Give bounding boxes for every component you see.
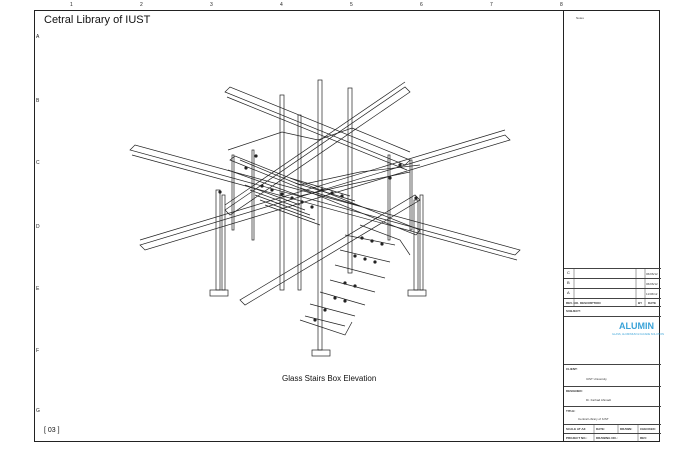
beam-edge <box>224 81 406 206</box>
company-box <box>564 316 661 364</box>
client-label: CLIENT: <box>566 367 578 371</box>
row-letter: D <box>36 224 40 230</box>
checked-label: CHECKED: <box>640 427 656 431</box>
revision-row: C 06/06/12 <box>564 268 661 278</box>
beam <box>239 194 421 306</box>
base-plate <box>407 289 427 297</box>
column-number: 5 <box>350 2 353 8</box>
column <box>279 94 285 291</box>
drawn-label: DRAWN: <box>620 427 633 431</box>
rev-no-header: REV. NO. <box>566 301 579 305</box>
revision-row: A 11/06/12 <box>564 288 661 298</box>
base-plate <box>209 289 229 297</box>
designer-value: Dr. Farhad Ahmadi <box>586 398 612 402</box>
title-value: Central Library of IUST <box>578 417 609 421</box>
row-letter: E <box>36 286 40 292</box>
page-number: [ 03 ] <box>44 427 60 434</box>
column-number: 3 <box>210 2 213 8</box>
scale-row: SCALE AT A3: DATE: DRAWN: CHECKED: <box>564 424 661 433</box>
rev-date-header: DATE <box>648 301 656 305</box>
sheet-title: Cetral Library of IUST <box>44 14 151 26</box>
railing <box>227 127 411 153</box>
column <box>215 189 221 291</box>
revision-date: 11/06/12 <box>646 292 658 296</box>
rev-desc-header: DESCRIPTION <box>580 301 601 305</box>
scale-label: SCALE AT A3: <box>566 427 587 431</box>
column <box>409 159 413 231</box>
project-row: PROJECT NO.: DRAWING NO.: REV: <box>564 433 661 442</box>
client-box: CLIENT: IUST University <box>564 364 661 386</box>
drawing-label: DRAWING NO.: <box>596 436 618 440</box>
title-label: TITLE: <box>566 409 576 413</box>
designer-box: DESIGNED: Dr. Farhad Ahmadi <box>564 386 661 406</box>
base-plate <box>311 349 331 357</box>
revision-row: B 06/06/12 <box>564 278 661 288</box>
title-box: TITLE: Central Library of IUST <box>564 406 661 424</box>
row-letter: A <box>36 34 40 40</box>
column <box>221 194 226 291</box>
date-label: DATE: <box>596 427 605 431</box>
row-letter: G <box>36 408 40 414</box>
column <box>231 154 235 231</box>
subject-row: SUBJECT: <box>564 306 661 316</box>
beam <box>129 144 521 256</box>
beam-edge <box>131 154 518 261</box>
row-letter: B <box>36 98 40 104</box>
column <box>387 154 391 241</box>
subject-label: SUBJECT: <box>566 309 581 313</box>
row-letter: F <box>36 348 40 354</box>
revision-letter: A <box>567 290 570 295</box>
column-number: 7 <box>490 2 493 8</box>
client-value: IUST University <box>586 377 607 381</box>
column-number: 6 <box>420 2 423 8</box>
railing <box>227 169 411 197</box>
title-block: Notes C 06/06/12 B 06/06/12 A 11/06/12 R… <box>563 10 661 442</box>
drawing-caption: Glass Stairs Box Elevation <box>282 374 377 383</box>
fixing-points <box>218 154 418 322</box>
railing <box>239 159 421 186</box>
beam <box>139 134 511 251</box>
column <box>419 194 424 291</box>
column-number: 4 <box>280 2 283 8</box>
row-letter: C <box>36 160 40 166</box>
revision-date: 06/06/12 <box>646 272 658 276</box>
column-number: 8 <box>560 2 563 8</box>
revision-date: 06/06/12 <box>646 282 658 286</box>
column <box>317 79 323 351</box>
drawing-frame <box>34 10 660 442</box>
designer-label: DESIGNED: <box>566 389 583 393</box>
beam <box>224 86 411 166</box>
column-number: 1 <box>70 2 73 8</box>
beam <box>224 86 411 216</box>
stair-treads-upper <box>244 177 361 226</box>
beam-edge <box>226 96 408 171</box>
revision-header: REV. NO. DESCRIPTION BY DATE <box>564 298 661 306</box>
column <box>347 87 353 274</box>
notes-label: Notes <box>576 16 584 20</box>
beam-edge <box>139 129 506 241</box>
company-tagline: GLASS, ALUMINIUM & FACADE SOLUTION <box>612 333 665 336</box>
column <box>413 199 419 291</box>
project-label: PROJECT NO.: <box>566 436 588 440</box>
revision-letter: B <box>567 280 570 285</box>
column <box>251 149 255 241</box>
rev-by-header: BY <box>638 301 643 305</box>
column-number: 2 <box>140 2 143 8</box>
company-logo: ALUMIN <box>619 321 654 331</box>
revision-letter: C <box>567 270 570 275</box>
rev-label: REV: <box>640 436 648 440</box>
stair-treads-lower <box>299 224 411 336</box>
